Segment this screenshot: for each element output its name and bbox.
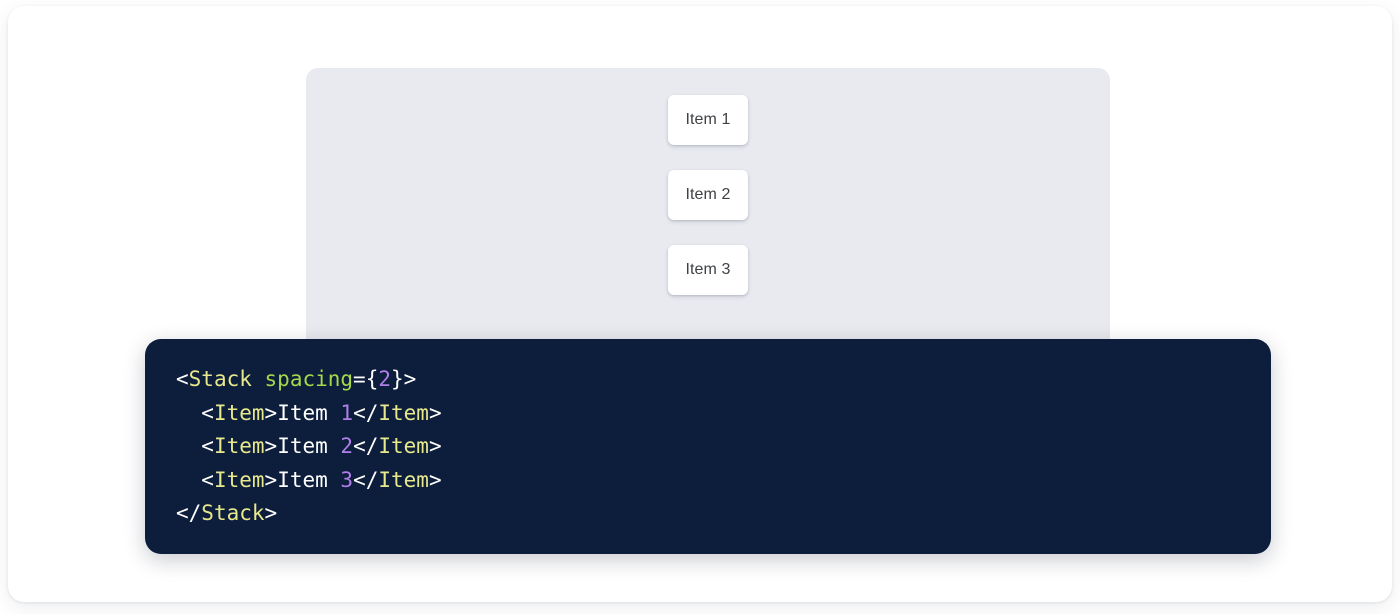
- code-token-punct: </: [353, 434, 379, 458]
- code-token-punct: >: [428, 467, 442, 492]
- code-indent: [176, 401, 201, 425]
- code-line: </Stack>: [176, 497, 1271, 531]
- stack-item-label: Item 3: [685, 261, 731, 278]
- code-token-punct: >: [428, 400, 442, 425]
- code-snippet-text: <Stack spacing={2}> <Item>Item 1</Item> …: [176, 363, 1271, 531]
- code-token-punct: </: [353, 400, 379, 425]
- code-token-num: 1: [340, 400, 354, 425]
- code-token-tag: Item: [378, 400, 429, 425]
- code-token-punct: [252, 367, 265, 391]
- code-snippet-block[interactable]: <Stack spacing={2}> <Item>Item 1</Item> …: [145, 339, 1271, 554]
- code-line: <Item>Item 1</Item>: [176, 397, 1271, 431]
- code-token-num: 2: [340, 434, 354, 458]
- stack-container: Item 1 Item 2 Item 3: [306, 95, 1110, 295]
- code-token-punct: >: [264, 400, 278, 425]
- code-indent: [176, 468, 201, 492]
- code-token-punct: >: [428, 434, 442, 458]
- stack-item-label: Item 1: [685, 111, 731, 128]
- stack-item-label: Item 2: [685, 186, 731, 203]
- code-token-punct: <: [201, 467, 214, 492]
- code-token-tag: Stack: [188, 367, 252, 391]
- stack-item: Item 2: [668, 170, 748, 220]
- code-token-text: Item: [277, 467, 341, 492]
- code-token-punct: <: [176, 367, 189, 391]
- code-token-punct: >: [264, 467, 278, 492]
- code-token-punct: }>: [391, 367, 417, 391]
- code-token-text: Item: [277, 434, 341, 458]
- code-token-punct: >: [264, 501, 278, 525]
- code-line: <Item>Item 2</Item>: [176, 430, 1271, 464]
- code-token-num: 3: [340, 467, 354, 492]
- code-token-punct: </: [176, 501, 202, 525]
- code-token-punct: <: [201, 434, 214, 458]
- code-token-attr: spacing: [264, 367, 354, 391]
- code-token-punct: >: [264, 434, 278, 458]
- code-token-text: Item: [277, 400, 341, 425]
- code-token-tag: Item: [378, 434, 429, 458]
- code-token-num: 2: [378, 367, 391, 391]
- code-token-tag: Item: [378, 467, 429, 492]
- code-token-punct: </: [353, 467, 379, 492]
- code-token-tag: Stack: [201, 501, 265, 525]
- code-token-tag: Item: [213, 434, 265, 458]
- code-line: <Item>Item 3</Item>: [176, 464, 1271, 498]
- code-token-tag: Item: [213, 467, 265, 492]
- component-preview-panel: Item 1 Item 2 Item 3: [306, 68, 1110, 358]
- code-token-punct: ={: [353, 367, 379, 391]
- code-token-tag: Item: [213, 400, 265, 425]
- code-line: <Stack spacing={2}>: [176, 363, 1271, 397]
- stack-item: Item 1: [668, 95, 748, 145]
- code-indent: [176, 434, 201, 458]
- code-token-punct: <: [201, 400, 214, 425]
- stack-item: Item 3: [668, 245, 748, 295]
